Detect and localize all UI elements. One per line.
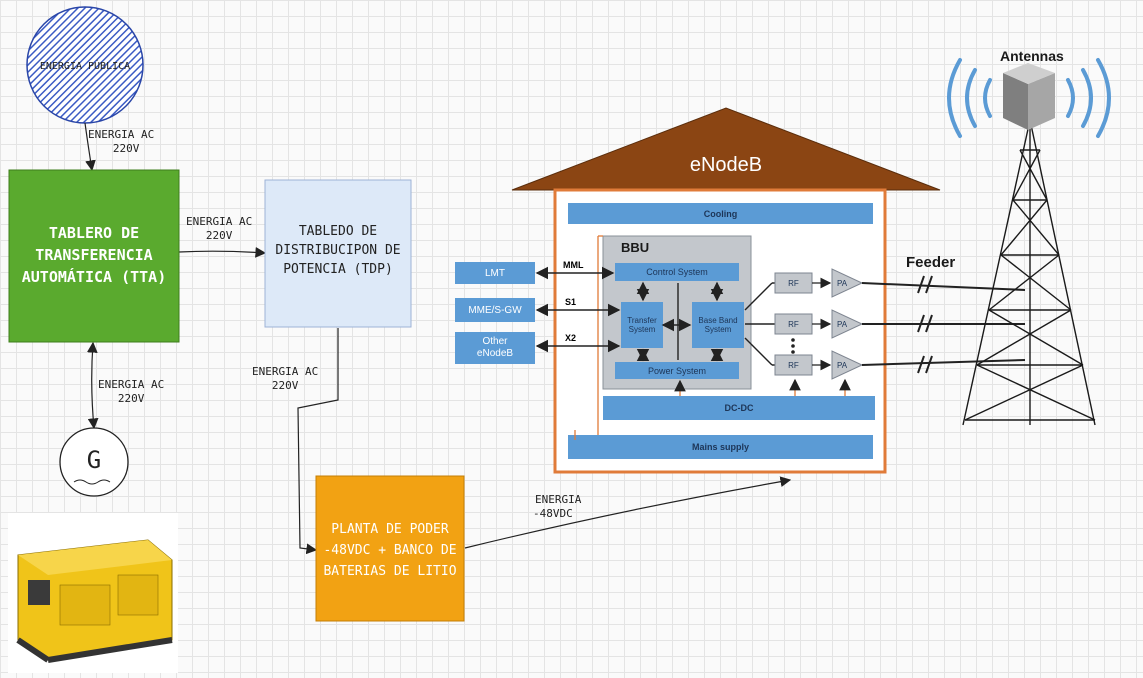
- ext-lmt-label: LMT: [485, 267, 505, 279]
- link-planta-enodeb-line1: ENERGIA: [535, 493, 582, 506]
- pa-label-2: PA: [836, 319, 848, 329]
- power-system-label: Power System: [647, 365, 707, 376]
- antenna-waves: [947, 58, 1111, 138]
- x2-label: X2: [565, 333, 577, 343]
- link-tta-tdp-line2: 220V: [205, 229, 233, 242]
- control-system-block: [615, 263, 739, 281]
- link-tta-gen-line1: ENERGIA AC: [98, 378, 165, 391]
- ext-enodeb-label: Other eNodeB: [476, 336, 514, 359]
- rf-label-2: RF: [788, 319, 799, 329]
- link-tdp-planta-line2: 220V: [271, 379, 299, 392]
- mains-supply-block: [568, 435, 873, 459]
- base-band-system-block: [692, 302, 744, 348]
- rf-label-3: RF: [788, 360, 799, 370]
- pa-label-1: PA: [836, 278, 848, 288]
- tdp-box: [264, 179, 412, 328]
- link-planta-enodeb-line2: -48VDC: [533, 507, 573, 520]
- dc-dc-block: [603, 396, 875, 420]
- generator-picture: [8, 513, 178, 673]
- rf-dots: [791, 338, 795, 354]
- link-tta-gen-label: ENERGIA AC 220V: [98, 378, 164, 406]
- generator-label: G: [86, 446, 102, 474]
- pa-triangle-3: [831, 350, 864, 380]
- link-tdp-planta-line1: ENERGIA AC: [252, 365, 319, 378]
- power-system-block: [615, 362, 739, 379]
- link-tdp-planta-label: ENERGIA AC 220V: [252, 365, 318, 393]
- ext-mme-label: MME/S-GW: [468, 304, 522, 316]
- ext-mme-box: [455, 298, 535, 322]
- feeder-label: Feeder: [906, 254, 956, 271]
- ext-enodeb-box: [455, 332, 535, 364]
- generator-circle: [59, 427, 129, 497]
- link-publica-tta-label: ENERGIA AC 220V: [88, 128, 154, 156]
- cooling-block: [568, 203, 873, 224]
- control-system-label: Control System: [646, 267, 708, 277]
- transfer-system-block: [621, 302, 663, 348]
- link-tta-tdp-line1: ENERGIA AC: [186, 215, 253, 228]
- tdp-label: TABLEDO DE DISTRIBUCIPON DE POTENCIA (TD…: [275, 223, 401, 277]
- enodeb-title: eNodeB: [689, 153, 763, 176]
- planta-label: PLANTA DE PODER -48VDC + BANCO DE BATERI…: [323, 521, 457, 579]
- s1-label: S1: [565, 297, 577, 307]
- cooling-label: Cooling: [703, 208, 738, 219]
- link-tdp-planta-line: [297, 328, 339, 555]
- tta-label: TABLERO DE TRANSFERENCIA AUTOMÁTICA (TTA…: [21, 224, 167, 286]
- bbu-label: BBU: [621, 240, 650, 255]
- energia-publica-label: ENERGIA PÚBLICA: [39, 60, 131, 72]
- pa-label-3: PA: [836, 360, 848, 370]
- ext-lmt-box: [455, 262, 535, 284]
- link-tta-gen-line2: 220V: [117, 392, 145, 405]
- link-tta-gen-line: [86, 341, 99, 430]
- transfer-system-label: Transfer System: [627, 316, 657, 334]
- pa-triangle-1: [831, 268, 864, 298]
- antennas-label: Antennas: [1000, 48, 1064, 64]
- link-publica-tta-line: [84, 122, 96, 172]
- mml-label: MML: [563, 260, 584, 270]
- link-publica-tta-line2: 220V: [112, 142, 140, 155]
- link-publica-tta-line1: ENERGIA AC: [88, 128, 155, 141]
- mains-supply-label: Mains supply: [691, 442, 749, 452]
- planta-box: [315, 475, 465, 622]
- link-tta-tdp-line: [178, 246, 267, 258]
- feeder-lines: [861, 275, 1026, 374]
- antenna-head: [1003, 63, 1055, 130]
- pa-triangle-2: [831, 309, 864, 339]
- dc-dc-label: DC-DC: [724, 403, 754, 413]
- link-planta-enodeb-label: ENERGIA -48VDC: [533, 493, 582, 521]
- link-planta-enodeb-line: [464, 476, 792, 549]
- antenna-tower: [962, 119, 1096, 426]
- rf-label-1: RF: [788, 278, 799, 288]
- link-tta-tdp-label: ENERGIA AC 220V: [186, 215, 252, 243]
- bbu-internal-arrows: [636, 276, 792, 372]
- generator-squiggle: [73, 479, 111, 485]
- base-band-system-label: Base Band System: [698, 316, 738, 334]
- tta-box: [8, 169, 180, 343]
